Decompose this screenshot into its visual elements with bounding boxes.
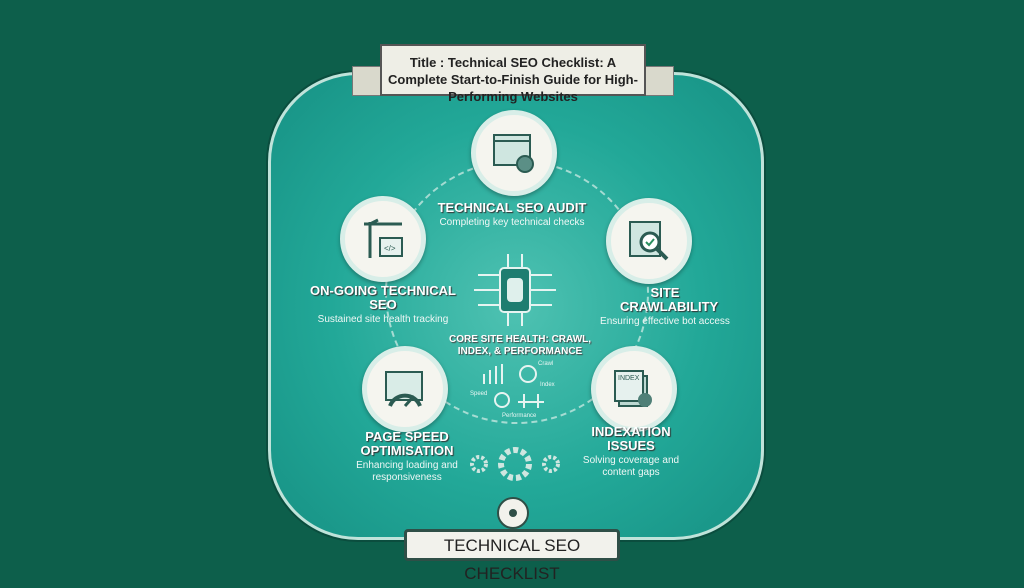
crane-code-icon: </> (364, 218, 403, 258)
title-ribbon: Title : Technical SEO Checklist: A Compl… (380, 44, 646, 104)
label-crawl: Crawl (538, 361, 554, 367)
core-chip-icon (474, 254, 556, 326)
crawl-node (606, 198, 692, 284)
svg-text:</>: </> (384, 244, 396, 253)
network-node-icon (497, 497, 529, 529)
ongoing-node: </> (340, 196, 426, 282)
audit-node (471, 110, 557, 196)
core-metrics-icons (483, 364, 544, 408)
speedometer-icon (385, 371, 423, 408)
gears-icon (470, 447, 560, 481)
core-heading: CORE SITE HEALTH: CRAWL, INDEX, & PERFOR… (448, 334, 592, 357)
footer-banner: TECHNICAL SEO CHECKLIST (404, 529, 620, 583)
svg-text:INDEX: INDEX (618, 375, 640, 382)
label-index: Index (540, 382, 555, 388)
audit-window-gear-icon (493, 134, 534, 173)
indexation-node: INDEX (591, 346, 677, 432)
magnifier-check-icon (629, 221, 669, 261)
index-pages-icon: INDEX (614, 370, 652, 407)
pagespeed-node (362, 346, 448, 432)
label-speed: Speed (470, 391, 488, 397)
label-performance: Performance (502, 413, 537, 419)
